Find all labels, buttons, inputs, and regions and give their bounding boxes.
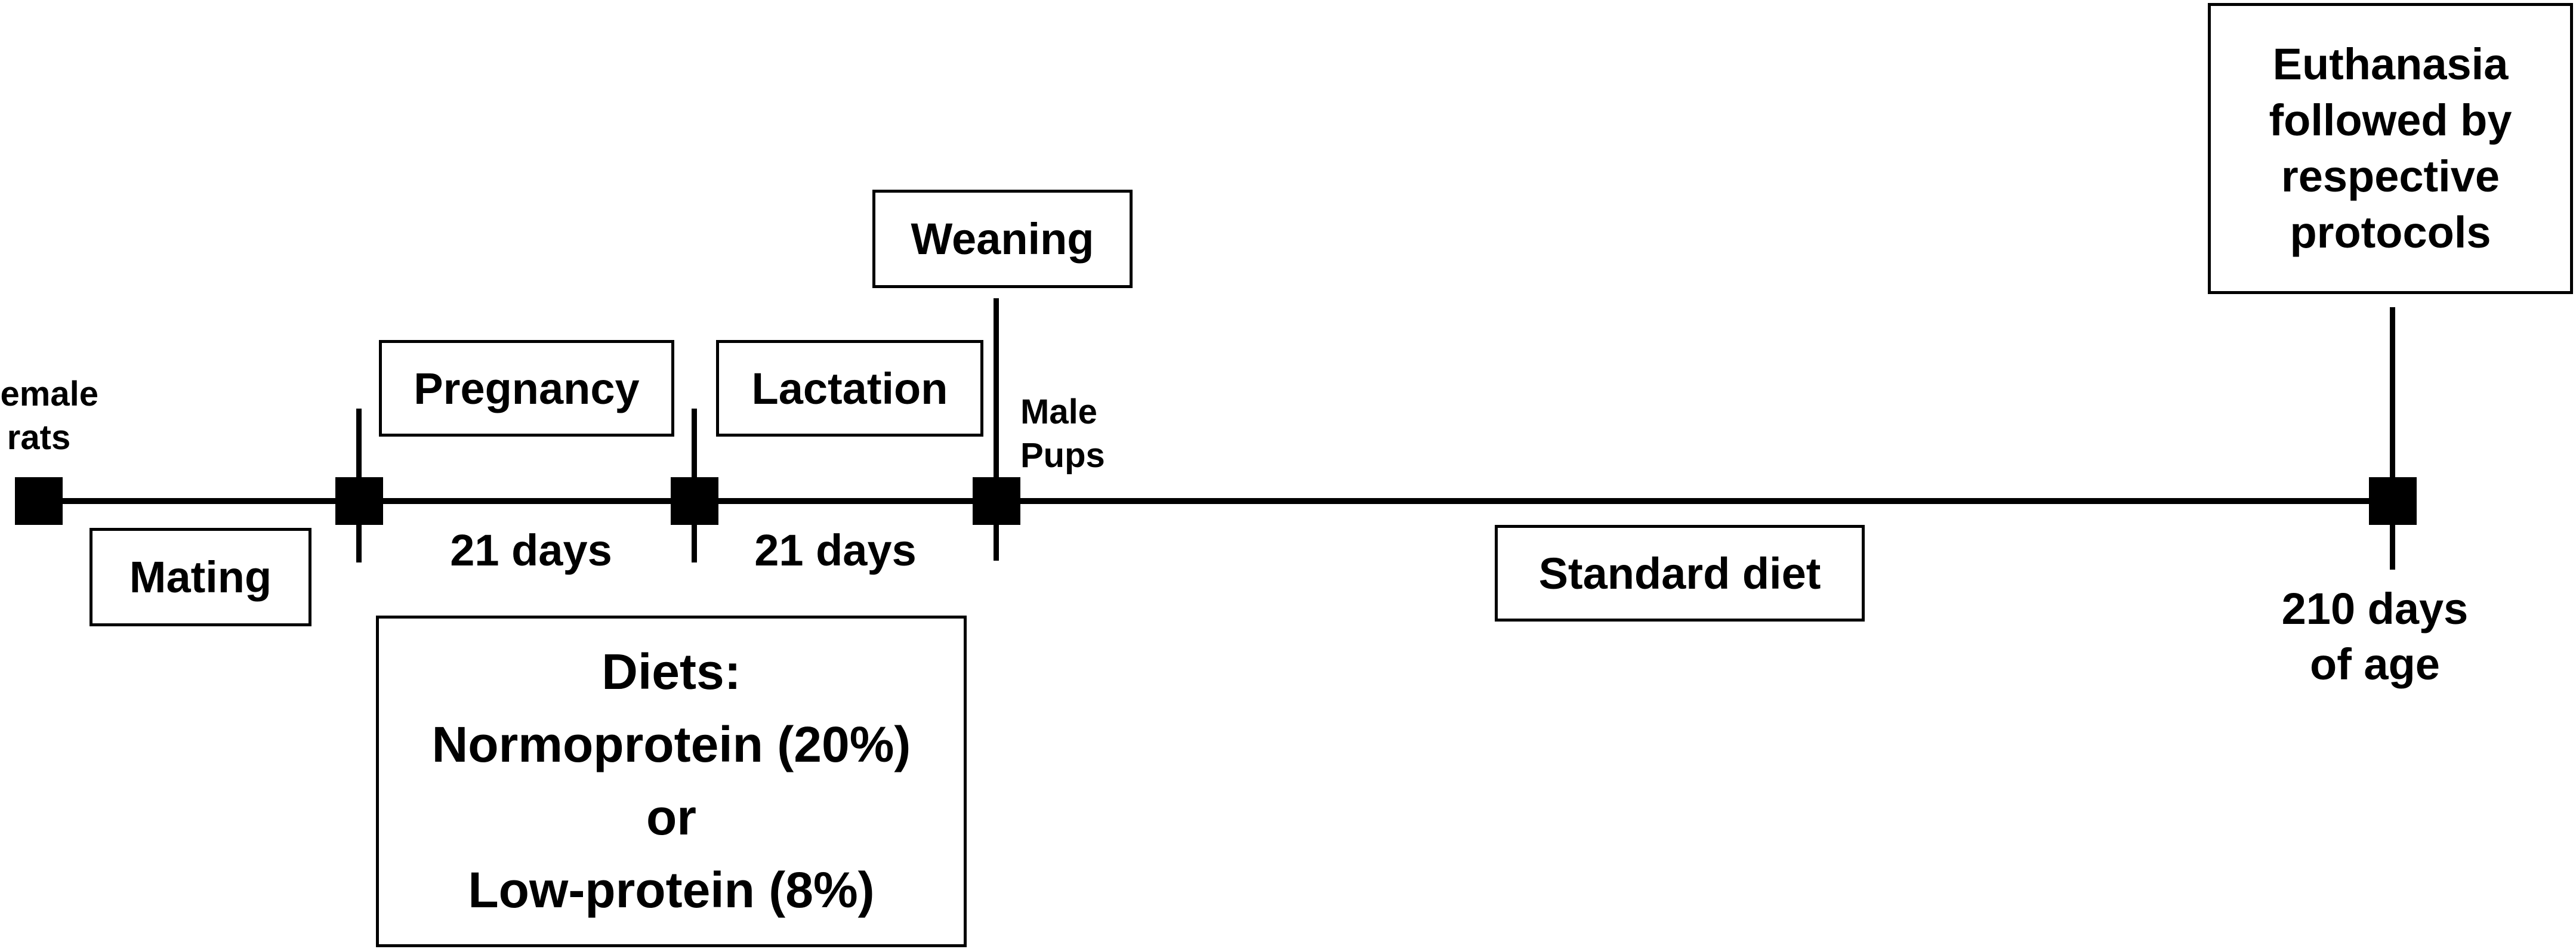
pregnancy-box: Pregnancy xyxy=(379,340,674,437)
end-age-line1: 210 days xyxy=(2281,584,2469,633)
diets-low-protein: Low-protein (8%) xyxy=(468,861,875,918)
euthanasia-box: Euthanasia followed by respective protoc… xyxy=(2208,3,2573,294)
pregnancy-node xyxy=(335,477,383,525)
lactation-duration: 21 days xyxy=(754,525,917,575)
diets-box: Diets: Normoprotein (20%) or Low-protein… xyxy=(376,616,967,947)
diets-normoprotein: Normoprotein (20%) xyxy=(431,716,911,773)
euthanasia-line3: respective xyxy=(2281,152,2500,201)
end-age-line2: of age xyxy=(2310,639,2440,689)
lactation-label: Lactation xyxy=(751,363,948,413)
mating-box: Mating xyxy=(90,528,311,626)
lactation-box: Lactation xyxy=(716,340,983,437)
timeline-axis xyxy=(36,498,2399,504)
end-tick xyxy=(2390,307,2395,570)
male-pups-label: Male Pups xyxy=(1020,391,1128,477)
male-pups-line1: Male xyxy=(1020,392,1097,431)
mating-label: Mating xyxy=(129,552,272,602)
euthanasia-line2: followed by xyxy=(2269,95,2512,146)
lactation-node xyxy=(671,477,718,525)
diets-heading: Diets: xyxy=(601,644,741,700)
end-node xyxy=(2369,477,2417,525)
weaning-box: Weaning xyxy=(872,190,1133,288)
standard-diet-box: Standard diet xyxy=(1495,525,1865,622)
diets-or: or xyxy=(646,789,696,845)
start-node xyxy=(15,477,63,525)
euthanasia-line4: protocols xyxy=(2290,207,2491,257)
weaning-label: Weaning xyxy=(911,214,1094,264)
standard-diet-label: Standard diet xyxy=(1538,548,1821,598)
male-pups-line2: Pups xyxy=(1020,435,1105,475)
weaning-tick xyxy=(994,298,999,561)
euthanasia-line1: Euthanasia xyxy=(2272,39,2509,89)
pregnancy-duration: 21 days xyxy=(450,525,612,575)
pregnancy-label: Pregnancy xyxy=(414,363,640,413)
female-rats-label: Female rats xyxy=(0,373,98,459)
weaning-node xyxy=(973,477,1020,525)
female-rats-line1: Female xyxy=(0,375,98,413)
end-age-label: 210 days of age xyxy=(2256,582,2494,692)
female-rats-line2: rats xyxy=(7,418,71,457)
